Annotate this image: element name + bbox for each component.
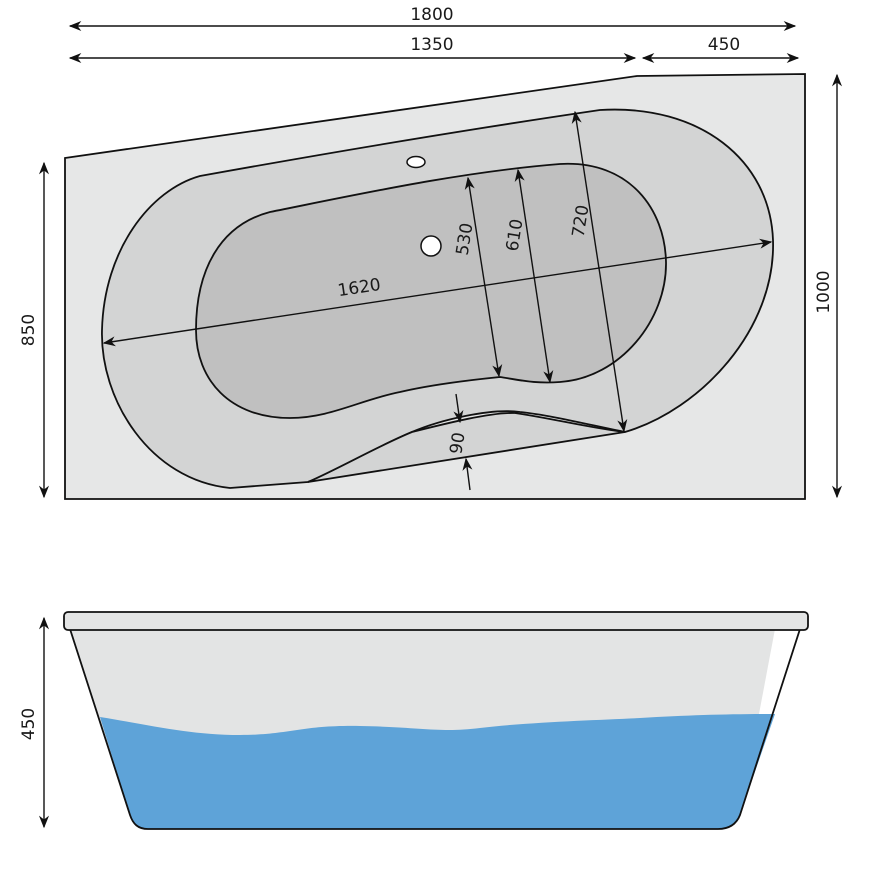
top-view: 1620 530 610 720 90 (64, 73, 806, 500)
left-width-label: 850 (19, 314, 39, 346)
overall-length-label: 1800 (410, 5, 453, 25)
left-width-dimension: 850 (19, 161, 50, 499)
side-view (63, 611, 809, 830)
overflow-hole-icon (406, 155, 426, 169)
tub-outline (69, 628, 801, 830)
short-side-label: 450 (708, 35, 740, 55)
seat-step-dimension: 90 (446, 393, 473, 491)
long-side-dimension: 1350 (68, 35, 637, 64)
seat-step-label: 90 (446, 431, 469, 456)
right-width-label: 1000 (814, 270, 834, 313)
height-dimension: 450 (19, 616, 50, 829)
drain-hole-icon (420, 235, 442, 257)
height-label: 450 (19, 708, 39, 740)
short-side-dimension: 450 (641, 35, 800, 64)
long-side-label: 1350 (410, 35, 453, 55)
water-fill (100, 714, 775, 829)
tub-rim (63, 611, 809, 631)
overall-length-dimension: 1800 (68, 5, 797, 32)
right-width-dimension: 1000 (814, 73, 843, 499)
